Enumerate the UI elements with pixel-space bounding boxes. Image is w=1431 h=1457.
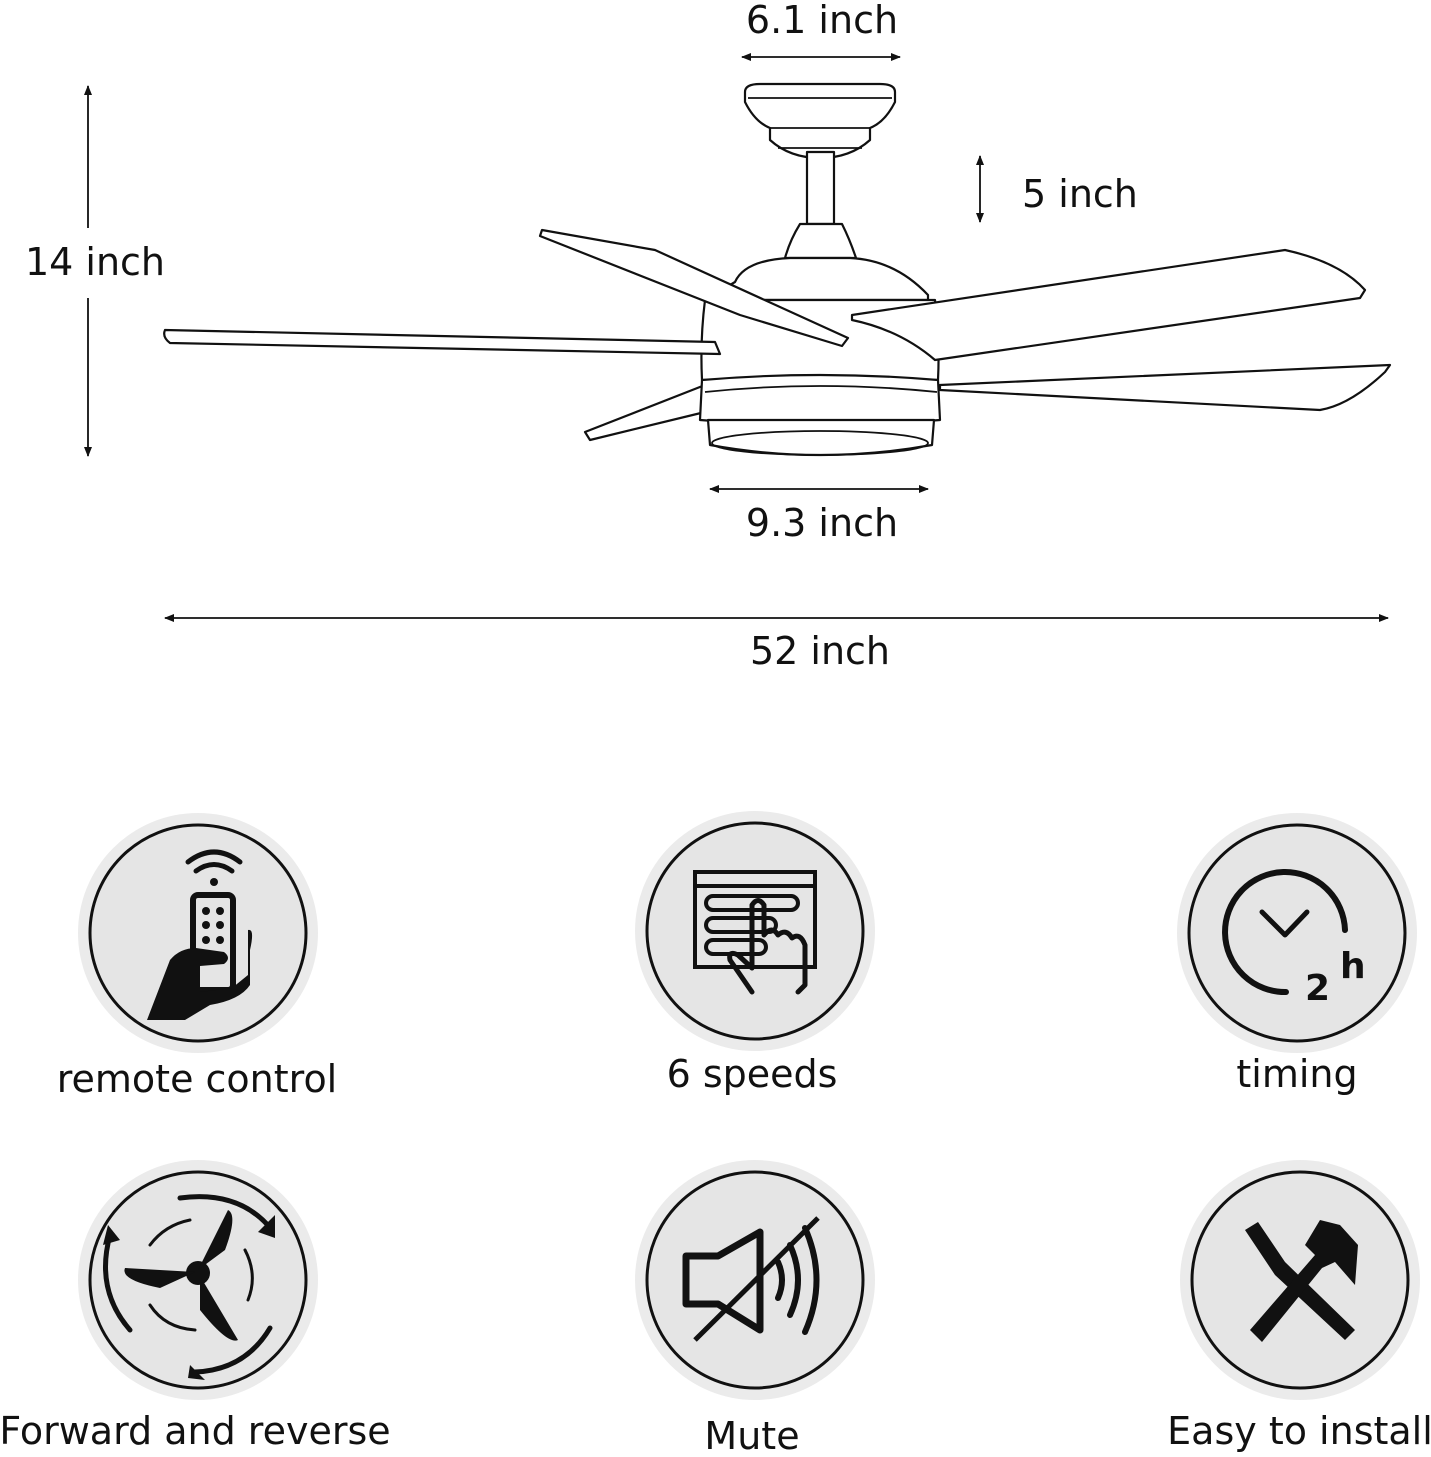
svg-text:2: 2 [1305,968,1330,1009]
dimension-span: 52 inch [750,629,890,673]
fan-blade [163,328,722,356]
fan-blade [583,383,707,442]
ceiling-fan-drawing [163,82,1392,457]
mute-speaker-icon [682,1216,820,1342]
feature-label: Mute [704,1414,799,1457]
light-kit [706,418,936,457]
fan-blade [938,363,1392,412]
canopy [743,82,897,160]
fan-reverse-icon [103,1194,275,1380]
feature-forward-reverse: Forward and reverse [0,1160,391,1453]
dimension-annotations: 6.1 inch 5 inch 14 inch 9.3 inch 52 inch [25,0,1389,673]
remote-control-icon [147,849,253,1020]
fan-blade [538,228,850,348]
timer-2h-icon: 2 h [1222,869,1366,1009]
dimension-light-width: 9.3 inch [746,501,898,545]
fan-blade [850,248,1367,362]
dimension-top-width: 6.1 inch [746,0,898,42]
feature-timing: 2 h timing [1177,813,1417,1096]
feature-label: Easy to install [1167,1409,1431,1453]
tools-icon [1245,1220,1358,1342]
feature-6-speeds: 6 speeds [635,811,875,1096]
downrod [805,150,836,226]
feature-easy-install: Easy to install [1167,1160,1431,1453]
feature-label: timing [1236,1052,1357,1096]
feature-label: remote control [57,1057,338,1101]
speed-panel-icon [693,870,817,995]
dimension-height: 14 inch [25,240,165,284]
dimension-downrod: 5 inch [1022,172,1138,216]
feature-label: 6 speeds [667,1052,838,1096]
feature-label: Forward and reverse [0,1409,391,1453]
feature-remote-control: remote control [57,813,338,1101]
svg-text:h: h [1340,946,1366,987]
feature-mute: Mute [635,1160,875,1457]
